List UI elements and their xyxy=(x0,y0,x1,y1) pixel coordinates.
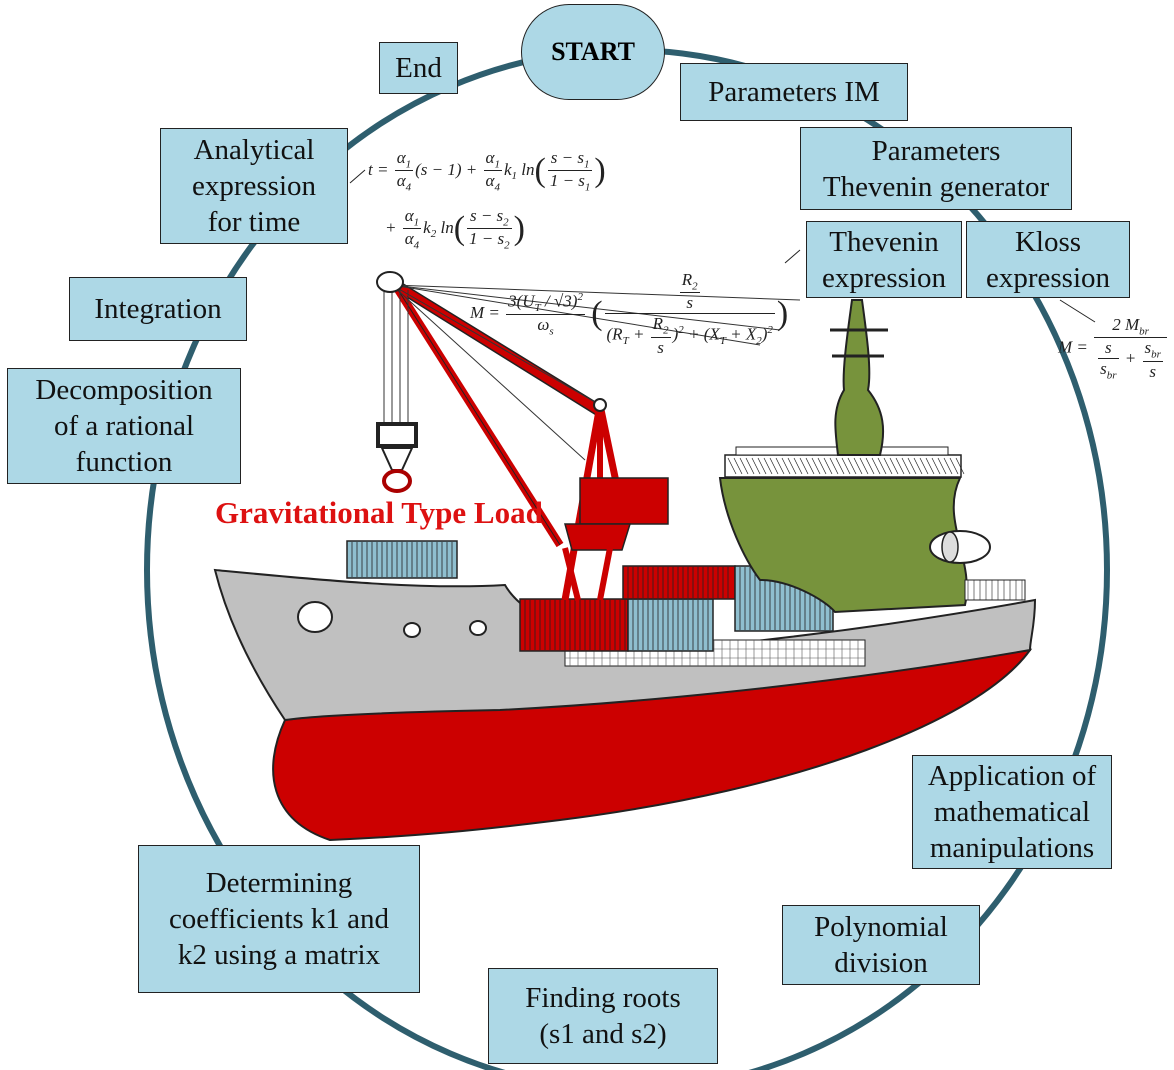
step-decomposition: Decomposition of a rational function xyxy=(7,368,241,484)
step-thevenin-expression-line: Thevenin xyxy=(829,225,939,258)
container-red-low xyxy=(519,598,629,652)
step-thevenin-expression: Thevenin expression xyxy=(806,221,962,298)
step-polynomial-division-line: division xyxy=(834,947,928,979)
leader-line xyxy=(1059,299,1096,323)
step-integration: Integration xyxy=(69,277,247,341)
step-parameters-im-line: Parameters IM xyxy=(708,76,880,108)
step-end-line: End xyxy=(395,52,442,84)
funnel xyxy=(929,530,991,564)
step-decomposition-line: of a rational xyxy=(53,410,195,442)
leader-line xyxy=(784,249,801,264)
step-polynomial-division: Polynomial division xyxy=(782,905,980,985)
step-application: Application of mathematical manipulation… xyxy=(912,755,1112,869)
step-determining-coefficients: Determining coefficients k1 and k2 using… xyxy=(138,845,420,993)
crane-joint xyxy=(593,398,607,412)
step-application-line: mathematical xyxy=(933,796,1091,828)
step-analytical-expression: Analytical expression for time xyxy=(160,128,348,244)
step-parameters-thevenin-line: Parameters xyxy=(871,134,1001,167)
porthole-large xyxy=(297,601,333,633)
crane-load-ring xyxy=(382,469,412,493)
step-determining-coefficients-line: coefficients k1 and xyxy=(168,903,390,935)
crane-cables xyxy=(383,284,801,461)
ship-mast xyxy=(834,299,885,456)
step-decomposition-line: function xyxy=(75,446,173,478)
step-thevenin-expression-line: expression xyxy=(821,261,947,294)
step-end: End xyxy=(379,42,458,94)
step-decomposition-line: Decomposition xyxy=(35,374,213,406)
crane-hook-block xyxy=(376,422,418,448)
container-blue-low xyxy=(627,598,714,652)
step-kloss-expression-line: Kloss xyxy=(1014,225,1082,258)
step-analytical-expression-line: for time xyxy=(207,206,301,238)
step-determining-coefficients-line: k2 using a matrix xyxy=(177,939,381,971)
crane-hook xyxy=(380,447,414,471)
porthole xyxy=(469,620,487,636)
ship-hull-gray xyxy=(213,568,1037,722)
step-determining-coefficients-line: Determining xyxy=(205,867,353,899)
step-analytical-expression-line: Analytical xyxy=(193,134,315,166)
step-application-line: manipulations xyxy=(929,832,1095,864)
gravitational-load-label: Gravitational Type Load xyxy=(215,495,543,530)
start-node: START xyxy=(521,4,665,100)
step-integration-line: Integration xyxy=(94,293,222,325)
porthole xyxy=(403,622,421,638)
step-polynomial-division-line: Polynomial xyxy=(814,911,948,943)
step-finding-roots-line: (s1 and s2) xyxy=(539,1018,667,1050)
step-analytical-expression-line: expression xyxy=(191,170,317,202)
step-parameters-thevenin: Parameters Thevenin generator xyxy=(800,127,1072,210)
leader-line xyxy=(349,169,366,184)
container-red-top xyxy=(622,565,736,600)
step-kloss-expression: Kloss expression xyxy=(966,221,1130,298)
superstructure xyxy=(718,477,968,614)
bridge-deck xyxy=(724,454,962,478)
step-parameters-thevenin-line: Thevenin generator xyxy=(822,170,1050,203)
crane-pulley xyxy=(376,271,404,293)
step-parameters-im: Parameters IM xyxy=(680,63,908,121)
step-kloss-expression-line: expression xyxy=(985,261,1111,294)
step-finding-roots-line: Finding roots xyxy=(525,982,681,1014)
step-application-line: Application of xyxy=(927,760,1097,792)
step-finding-roots: Finding roots (s1 and s2) xyxy=(488,968,718,1064)
